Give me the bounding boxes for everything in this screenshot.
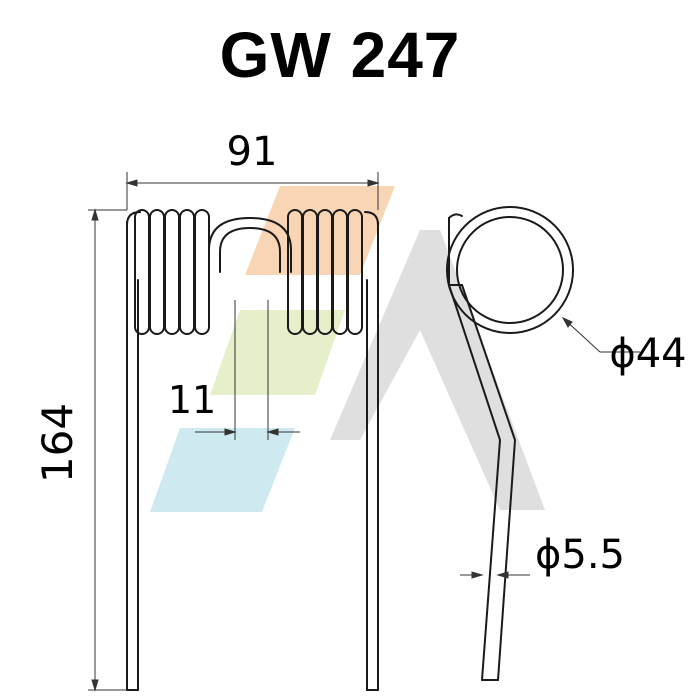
right-leg — [366, 221, 379, 691]
dimension-gap-label: 11 — [168, 378, 216, 422]
left-leg — [126, 221, 139, 691]
side-view — [446, 206, 574, 681]
dimension-lines — [88, 172, 640, 692]
part-title: GW 247 — [219, 19, 461, 91]
right-coil — [287, 209, 379, 335]
left-coil — [126, 209, 210, 335]
dimension-coil-diameter-label: ϕ44 — [609, 331, 686, 377]
center-loop — [208, 217, 292, 273]
dimension-width-label: 91 — [227, 129, 278, 175]
watermark-logo — [150, 186, 545, 512]
dimension-wire-diameter-label: ϕ5.5 — [535, 532, 625, 578]
dimension-height-label: 164 — [33, 403, 82, 483]
